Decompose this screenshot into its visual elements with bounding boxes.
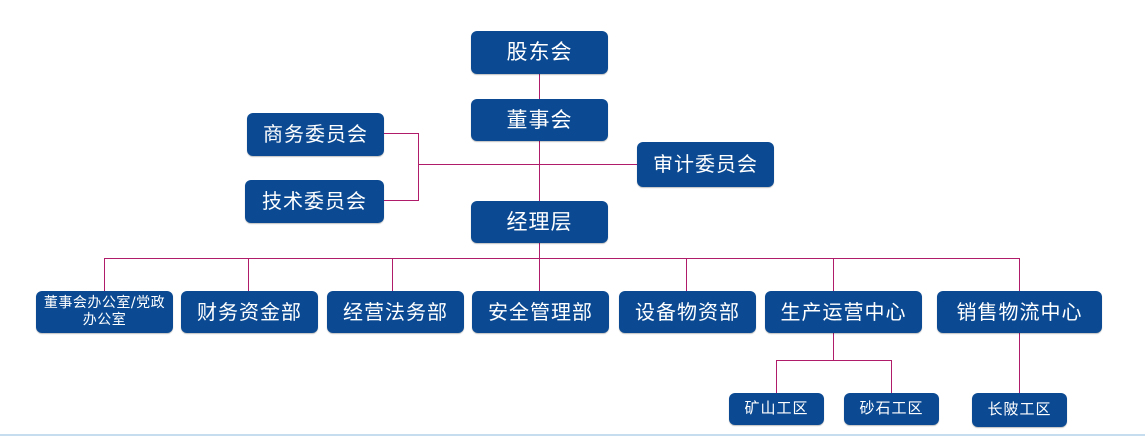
connector-dept-6 (833, 258, 834, 292)
connector-mine-area (776, 360, 777, 394)
sales-logistics-center-box: 销售物流中心 (937, 291, 1102, 333)
department-bus (104, 258, 1019, 259)
connector-production-bus (776, 360, 892, 361)
business-committee-box: 商务委员会 (247, 113, 384, 156)
mine-work-area-box: 矿山工区 (729, 393, 824, 425)
shareholders-meeting-box: 股东会 (471, 31, 608, 74)
connector-production-down (833, 332, 834, 360)
connector-board-management (539, 140, 540, 202)
technical-committee-box: 技术委员会 (245, 180, 384, 223)
equipment-materials-dept-box: 设备物资部 (619, 291, 756, 333)
connector-dept-3 (392, 258, 393, 292)
finance-dept-box: 财务资金部 (181, 291, 318, 333)
board-office-box: 董事会办公室/党政办公室 (36, 291, 173, 333)
safety-management-dept-box: 安全管理部 (472, 291, 609, 333)
bottom-divider (0, 434, 1145, 436)
connector-management-departments (539, 242, 540, 292)
connector-dept-1 (104, 258, 105, 292)
legal-operations-dept-box: 经营法务部 (327, 291, 464, 333)
audit-committee-box: 审计委员会 (637, 142, 774, 187)
management-box: 经理层 (471, 201, 608, 243)
connector-committee-bus (419, 164, 638, 165)
connector-dept-7 (1019, 258, 1020, 292)
gravel-work-area-box: 砂石工区 (844, 393, 939, 425)
connector-gravel-area (891, 360, 892, 394)
connector-dept-2 (248, 258, 249, 292)
changpi-work-area-box: 长陂工区 (972, 393, 1067, 427)
connector-technical-committee (383, 200, 419, 201)
production-operations-center-box: 生产运营中心 (765, 291, 922, 333)
connector-business-committee (383, 133, 419, 134)
connector-committees-bracket (418, 133, 419, 200)
connector-dept-5 (686, 258, 687, 292)
connector-changpi-area (1019, 332, 1020, 394)
board-of-directors-box: 董事会 (471, 99, 608, 141)
connector-shareholders-board (539, 73, 540, 100)
